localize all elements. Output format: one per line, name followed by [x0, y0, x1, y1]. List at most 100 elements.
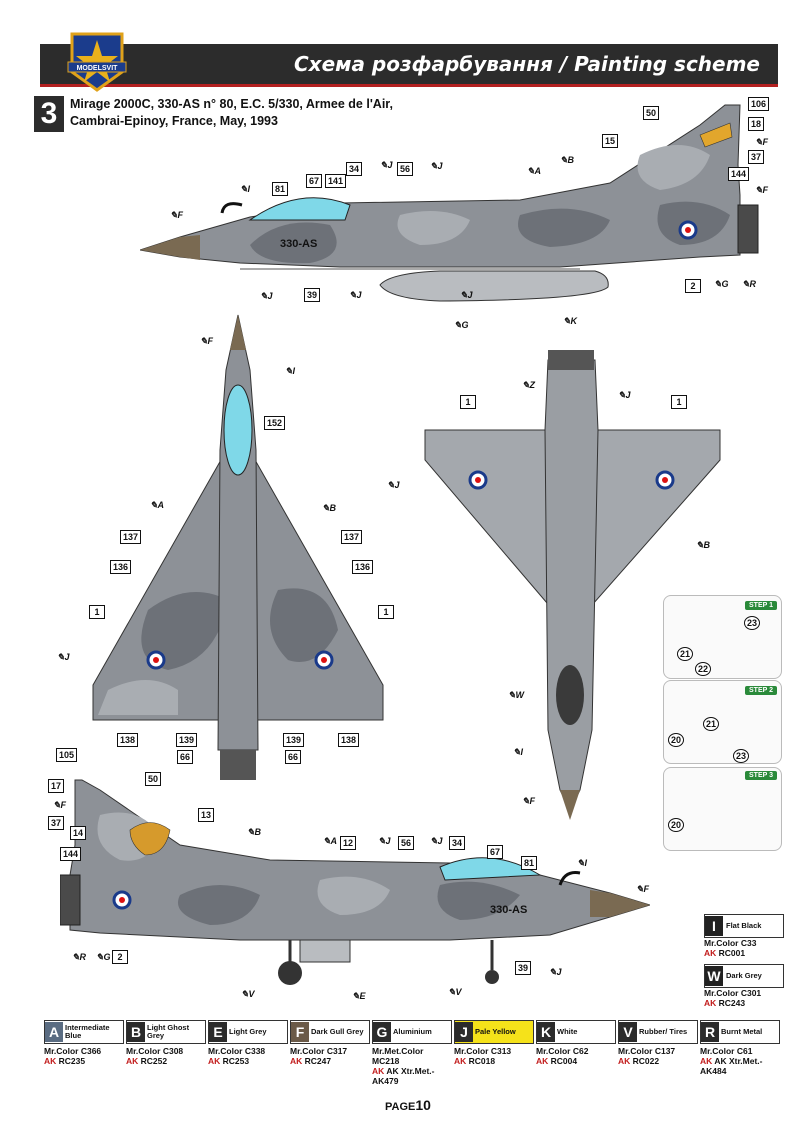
paint-name: Dark Grey [726, 971, 762, 980]
callout-105: 105 [56, 748, 78, 762]
callout-139-right: 139 [283, 733, 305, 747]
callout-81-top: 81 [272, 182, 289, 196]
paint-name: Burnt Metal [721, 1027, 763, 1036]
pen-E-side: ✎E [352, 991, 366, 1001]
pen-J-top5: ✎J [460, 290, 473, 300]
callout-37-top: 37 [748, 150, 765, 164]
callout-39-side: 39 [515, 961, 532, 975]
pen-I-under: ✎I [513, 747, 524, 757]
scheme-line1: Mirage 2000C, 330-AS n° 80, E.C. 5/330, … [70, 97, 393, 111]
callout-136-left: 136 [110, 560, 132, 574]
ak-label: AK [704, 998, 717, 1008]
paint-letter: F [291, 1022, 309, 1042]
callout-34-top: 34 [346, 162, 363, 176]
pen-F-side2: ✎F [636, 884, 650, 894]
pen-A-top: ✎A [527, 166, 542, 176]
paint-code1: Mr.Color C338 [208, 1046, 266, 1056]
paint-code1: Mr.Color C313 [454, 1046, 512, 1056]
paint-name: Light Ghost Grey [147, 1023, 190, 1040]
modelsvit-logo-icon: MODELSVIT [67, 32, 127, 92]
ak-label: AK [126, 1056, 139, 1066]
pen-J-under1: ✎J [618, 390, 631, 400]
side-view-right: 330-AS [60, 779, 650, 985]
callout-2-top: 2 [685, 279, 701, 293]
paint-name: Rubber/ Tires [639, 1027, 688, 1036]
pen-J-top1: ✎J [380, 160, 393, 170]
pen-V-side2: ✎V [448, 987, 462, 997]
callout-2-side: 2 [112, 950, 128, 964]
paint-letter: K [537, 1022, 555, 1042]
pen-J-top2: ✎J [430, 161, 443, 171]
step3-detail [663, 767, 782, 851]
callout-13: 13 [198, 808, 215, 822]
callout-1-plan-left: 1 [89, 605, 105, 619]
paint-name: Light Grey [229, 1027, 267, 1036]
callout-138-right: 138 [338, 733, 360, 747]
pen-J-top4: ✎J [349, 290, 362, 300]
pen-I-top: ✎I [240, 184, 251, 194]
callout-56-side: 56 [398, 836, 415, 850]
paint-code2: RC001 [718, 948, 746, 958]
callout-106-top: 106 [748, 97, 770, 111]
pen-V-side1: ✎V [241, 989, 255, 999]
pen-B-plan: ✎B [322, 503, 337, 513]
paint-letter: G [373, 1022, 391, 1042]
pen-A-plan: ✎A [150, 500, 165, 510]
paint-letter: A [45, 1022, 63, 1042]
page-label: PAGE [385, 1101, 416, 1113]
underside-view [424, 350, 721, 820]
page-num: 10 [415, 1097, 431, 1113]
pen-F-side1: ✎F [53, 800, 67, 810]
scheme-number: 3 [34, 96, 64, 132]
paint-letter: V [619, 1022, 637, 1042]
pen-J-under2: ✎J [387, 480, 400, 490]
paint-letter: R [701, 1022, 719, 1042]
pen-F-top2: ✎F [755, 137, 769, 147]
side-view-left: 330-AS [140, 104, 759, 302]
pen-Z-under: ✎Z [522, 380, 536, 390]
step1-callout-23: 23 [744, 616, 761, 630]
page-title: Схема розфарбування / Painting scheme [293, 52, 760, 76]
paint-code2: RC004 [550, 1056, 578, 1066]
ak-label: AK [44, 1056, 57, 1066]
scheme-subject: Mirage 2000C, 330-AS n° 80, E.C. 5/330, … [70, 96, 393, 130]
paint-code1: Mr.Met.Color MC218 [372, 1046, 424, 1066]
paint-code2: AK Xtr.Met.- AK484 [700, 1056, 763, 1076]
step1-callout-21: 21 [677, 647, 694, 661]
page-number: PAGE10 [385, 1097, 431, 1113]
pen-I-side: ✎I [577, 858, 588, 868]
step2-callout-21: 21 [703, 717, 720, 731]
step1-label: STEP 1 [745, 601, 777, 610]
paint-code2: RC235 [58, 1056, 86, 1066]
callout-141-top: 141 [325, 174, 347, 188]
callout-144-side: 144 [60, 847, 82, 861]
scheme-line2: Cambrai-Epinoy, France, May, 1993 [70, 114, 278, 128]
ak-label: AK [618, 1056, 631, 1066]
callout-37-side: 37 [48, 816, 65, 830]
paint-code1: Mr.Color C366 [44, 1046, 102, 1056]
pen-B-side: ✎B [247, 827, 262, 837]
pen-J-side1: ✎J [378, 836, 391, 846]
paint-code1: Mr.Color C33 [704, 938, 757, 948]
ak-label: AK [372, 1066, 385, 1076]
pen-F-top: ✎F [170, 210, 184, 220]
callout-81-side: 81 [521, 856, 538, 870]
pen-R-top: ✎R [742, 279, 757, 289]
callout-14: 14 [70, 826, 87, 840]
pen-J-top3: ✎J [260, 291, 273, 301]
callout-67-side: 67 [487, 845, 504, 859]
callout-50-top: 50 [643, 106, 660, 120]
plan-view [92, 314, 384, 780]
ak-label: AK [536, 1056, 549, 1066]
paint-letter: W [705, 966, 723, 986]
pen-G-side: ✎G [96, 952, 111, 962]
